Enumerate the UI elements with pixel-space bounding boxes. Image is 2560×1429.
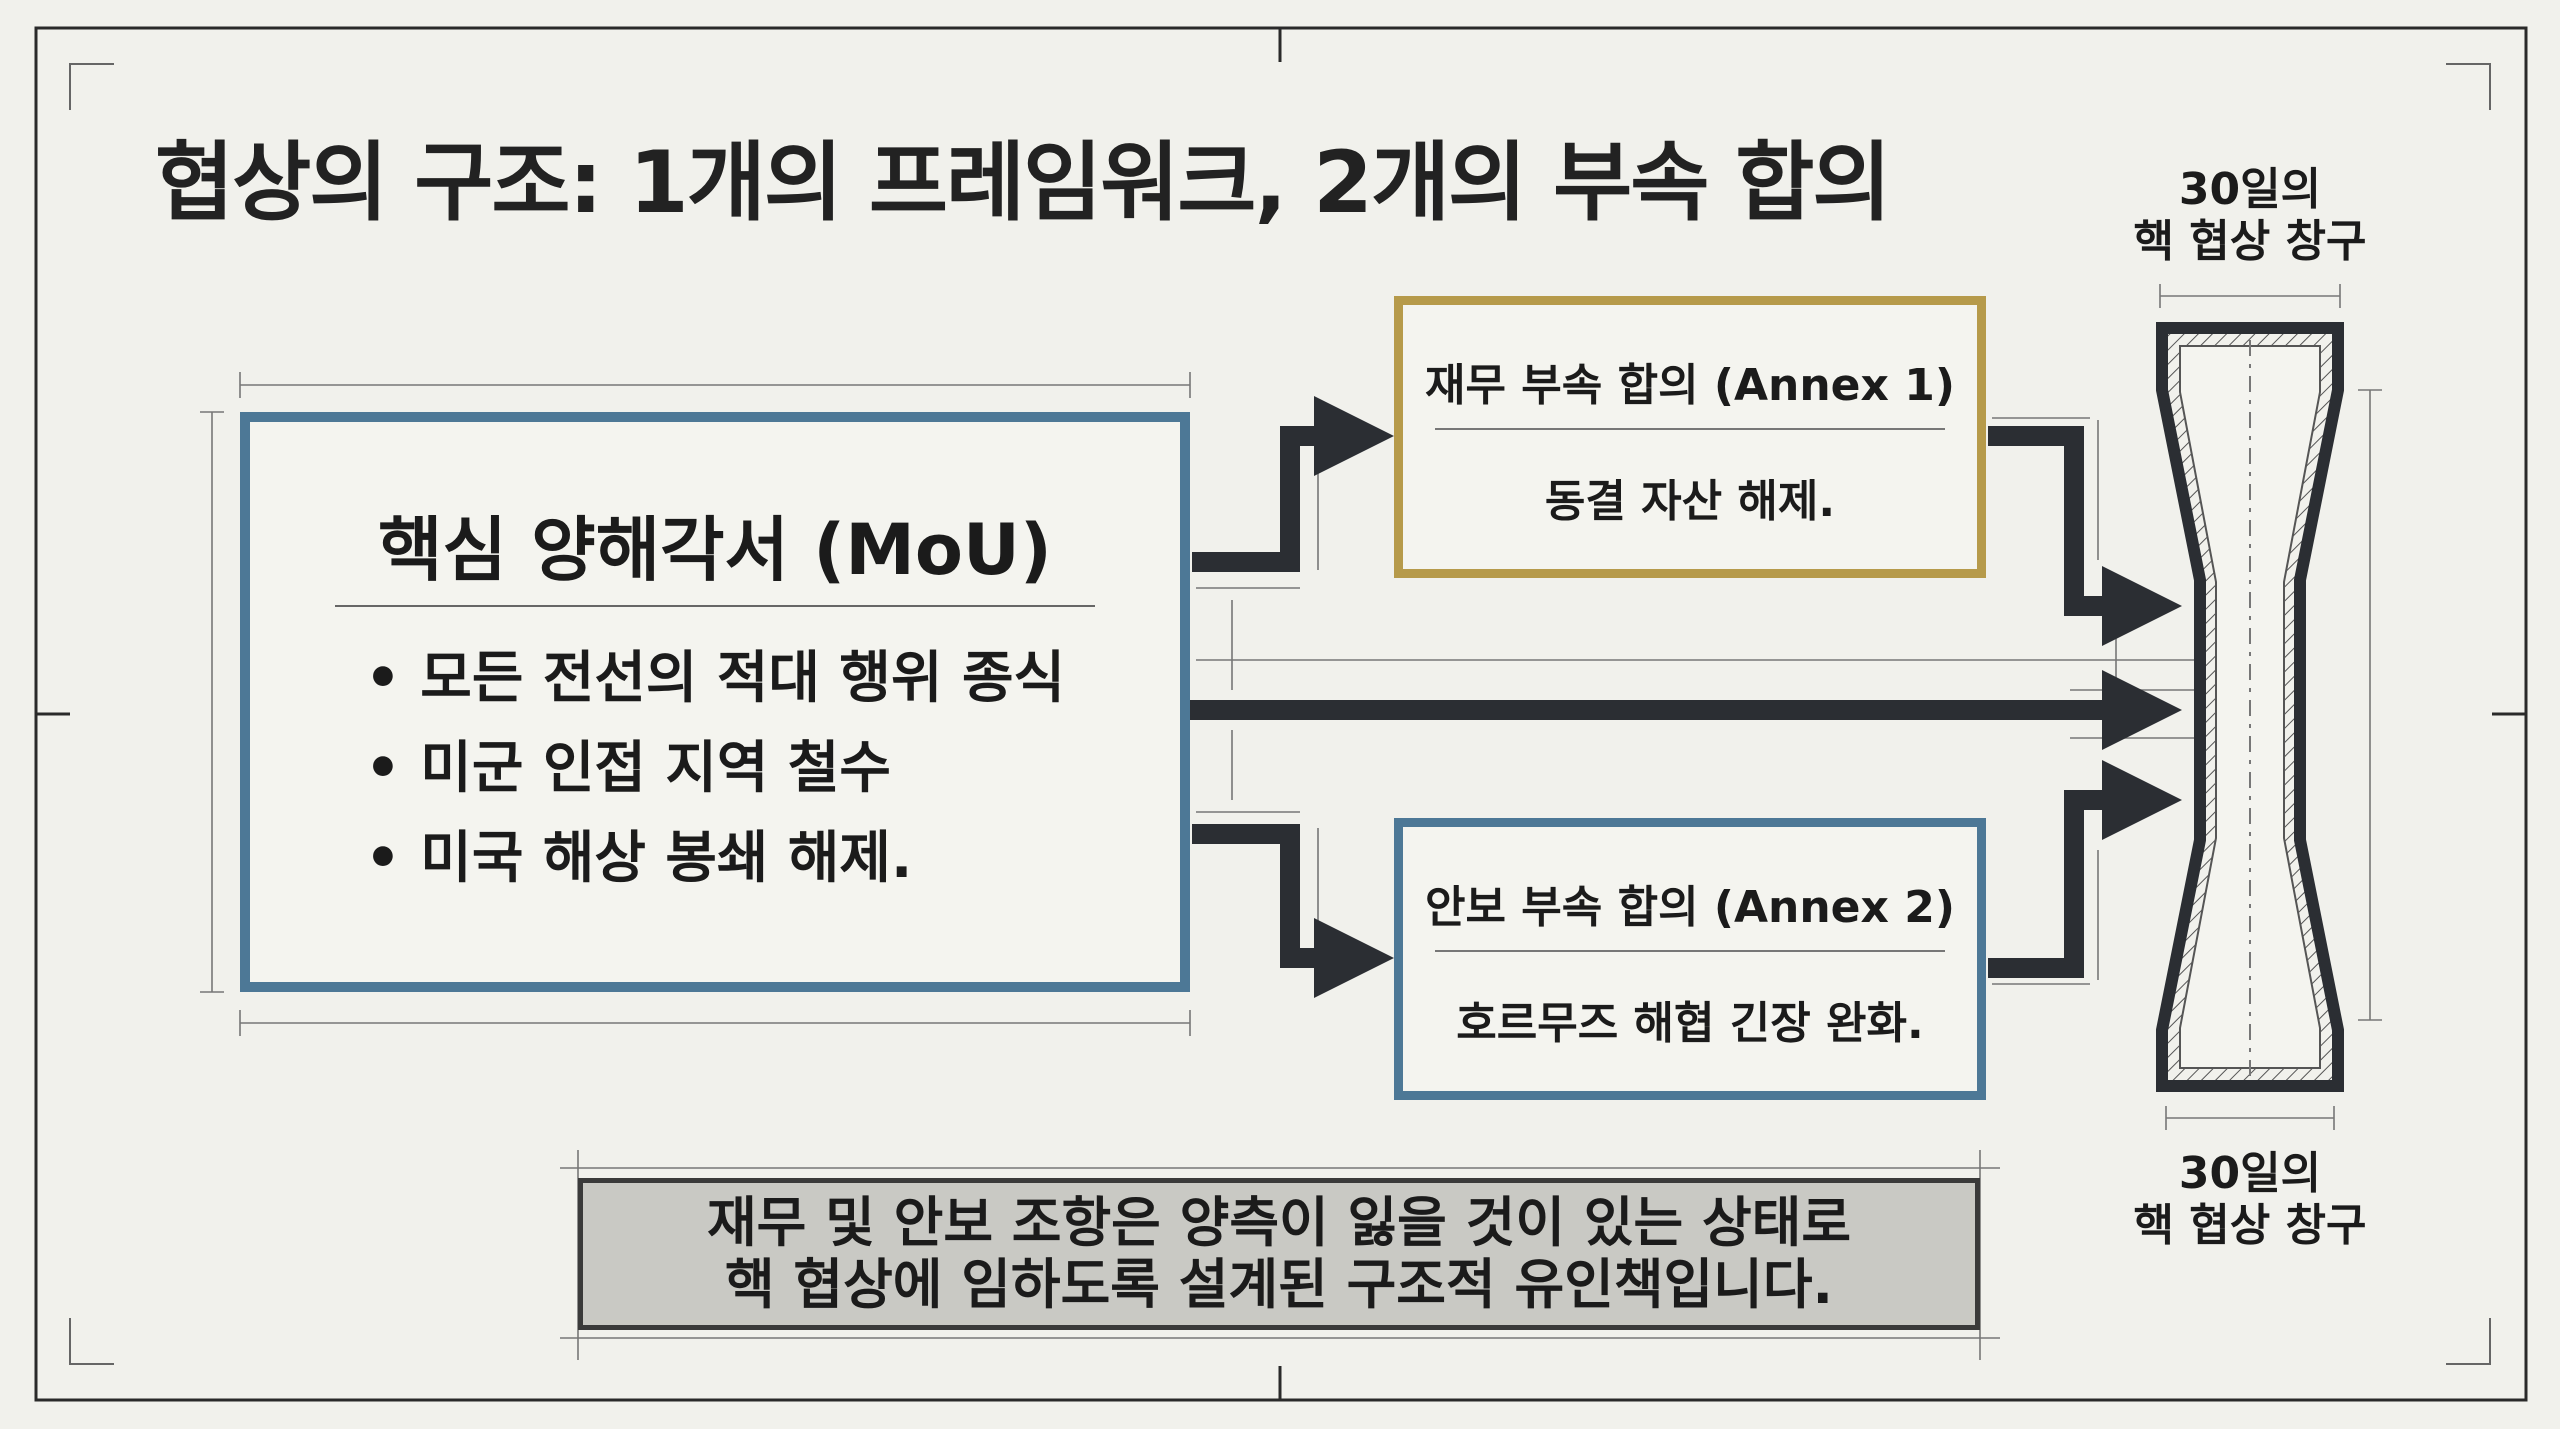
annex2-title: 안보 부속 합의 (Annex 2) (1425, 882, 1955, 933)
arrow-mou-to-annex2 (1192, 824, 1394, 998)
mou-box: 핵심 양해각서 (MoU) 모든 전선의 적대 행위 종식 미군 인접 지역 철… (240, 412, 1190, 992)
arrow-mou-to-annex1 (1192, 396, 1394, 572)
window-label-top-line: 30일의 (2178, 164, 2322, 215)
incentive-note: 재무 및 안보 조항은 양측이 잃을 것이 있는 상태로 핵 협상에 임하도록 … (578, 1178, 1980, 1330)
frame-ticks (36, 28, 2526, 1400)
annex2-desc: 호르무즈 해협 긴장 완화. (1456, 998, 1924, 1049)
flow-arrows (1190, 396, 2182, 998)
mou-bullet: 미국 해상 봉쇄 해제. (365, 814, 1065, 904)
annex1-title: 재무 부속 합의 (Annex 1) (1425, 360, 1955, 411)
mou-bullet-list: 모든 전선의 적대 행위 종식 미군 인접 지역 철수 미국 해상 봉쇄 해제. (365, 634, 1065, 904)
negotiation-window-shape (2156, 322, 2344, 1092)
annex1-divider (1435, 428, 1945, 430)
note-line: 재무 및 안보 조항은 양측이 잃을 것이 있는 상태로 (707, 1191, 1851, 1254)
mou-title: 핵심 양해각서 (MoU) (378, 509, 1052, 591)
mou-divider (335, 605, 1095, 607)
window-label-bottom: 30일의 핵 협상 창구 (2100, 1148, 2400, 1252)
page-title: 협상의 구조: 1개의 프레임워크, 2개의 부속 합의 (155, 133, 1892, 233)
window-label-bottom-line: 핵 협상 창구 (2133, 1200, 2367, 1251)
annex1-box: 재무 부속 합의 (Annex 1) 동결 자산 해제. (1394, 296, 1986, 578)
window-label-top-line: 핵 협상 창구 (2133, 216, 2367, 267)
mou-bullet: 모든 전선의 적대 행위 종식 (365, 634, 1065, 724)
annex2-box: 안보 부속 합의 (Annex 2) 호르무즈 해협 긴장 완화. (1394, 818, 1986, 1100)
corner-brackets (69, 63, 2491, 1365)
arrow-annex1-to-window (1988, 426, 2182, 646)
mou-bullet: 미군 인접 지역 철수 (365, 724, 1065, 814)
window-label-top: 30일의 핵 협상 창구 (2100, 164, 2400, 268)
arrow-annex2-to-window (1988, 760, 2182, 978)
note-line: 핵 협상에 임하도록 설계된 구조적 유인책입니다. (724, 1253, 1834, 1316)
annex1-desc: 동결 자산 해제. (1544, 476, 1836, 527)
window-label-bottom-line: 30일의 (2178, 1148, 2322, 1199)
annex2-divider (1435, 950, 1945, 952)
